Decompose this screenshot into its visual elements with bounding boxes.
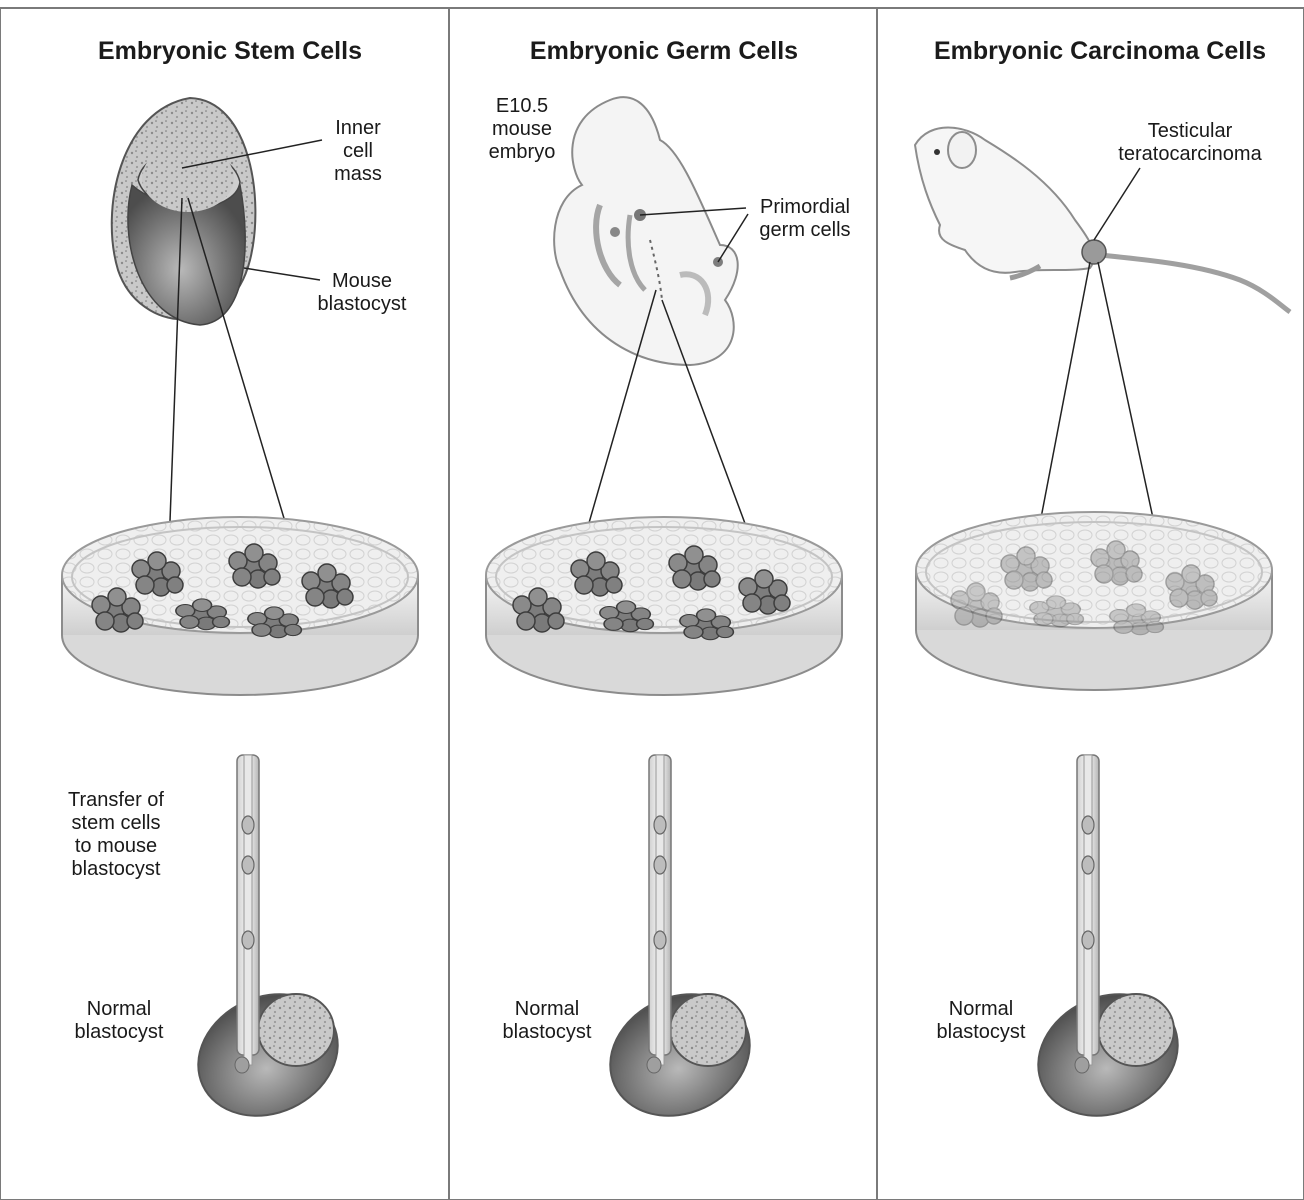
primordial-germ-cells-label: Primordial germ cells (744, 196, 866, 242)
normal-blastocyst-label: Normal blastocyst (60, 998, 178, 1044)
injection-pipette-blastocyst (1018, 755, 1198, 1138)
inner-cell-mass-label: Inner cell mass (318, 117, 398, 186)
testicular-teratocarcinoma-label: Testicular teratocarcinoma (1098, 120, 1282, 166)
panel-title-stem-cells: Embryonic Stem Cells (60, 37, 400, 66)
culture-dish (486, 517, 842, 695)
injection-pipette-blastocyst (590, 755, 770, 1138)
panel-title-carcinoma-cells: Embryonic Carcinoma Cells (912, 37, 1288, 66)
injection-pipette-blastocyst (178, 755, 358, 1138)
mouse-blastocyst-label: Mouse blastocyst (302, 270, 422, 316)
culture-dish (62, 517, 418, 695)
normal-blastocyst-label: Normal blastocyst (488, 998, 606, 1044)
panel-title-germ-cells: Embryonic Germ Cells (490, 37, 838, 66)
culture-dish (916, 512, 1272, 690)
transfer-stem-cells-label: Transfer of stem cells to mouse blastocy… (50, 789, 182, 881)
e10-5-mouse-embryo-label: E10.5 mouse embryo (470, 95, 574, 164)
mouse-blastocyst-illustration (112, 98, 256, 325)
normal-blastocyst-label: Normal blastocyst (922, 998, 1040, 1044)
